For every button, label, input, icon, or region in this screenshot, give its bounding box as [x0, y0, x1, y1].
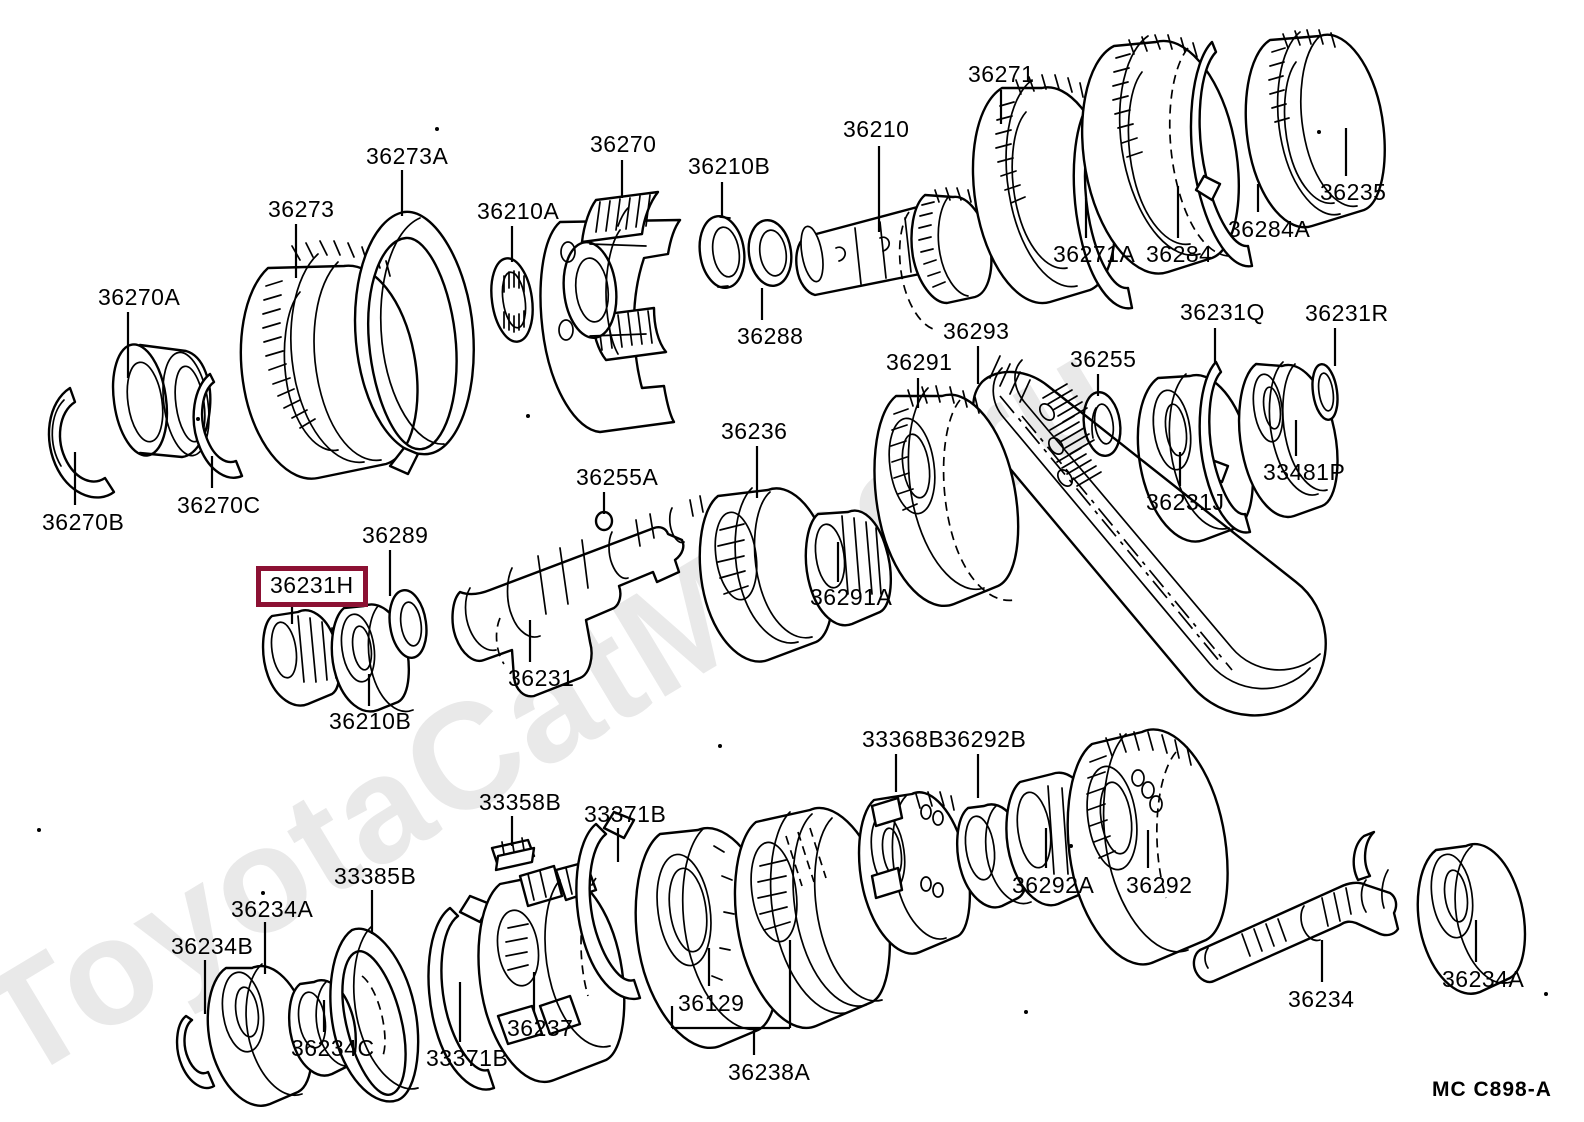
part-callout-33371b: 33371B	[584, 801, 667, 827]
part-33371B-right-art	[575, 810, 642, 1001]
part-callout-36292a: 36292A	[1012, 872, 1095, 898]
part-callout-36271: 36271	[968, 61, 1035, 87]
part-36270C-art	[192, 372, 244, 479]
part-36235-art	[1244, 29, 1386, 229]
part-36231-art	[451, 495, 704, 698]
part-callout-36237: 36237	[507, 1015, 574, 1041]
part-callout-36284a: 36284A	[1228, 216, 1311, 242]
part-36291A-art	[804, 509, 892, 627]
part-callout-33385b: 33385B	[334, 863, 417, 889]
part-36231Q-art	[1198, 360, 1252, 534]
part-36234A-bl-art	[206, 963, 313, 1107]
leader-lines	[73, 90, 1478, 1055]
part-33358B-art	[490, 837, 536, 872]
part-callout-36231j: 36231J	[1146, 489, 1225, 515]
part-callout-36238a: 36238A	[728, 1059, 811, 1085]
part-callout-36291: 36291	[886, 349, 953, 375]
part-callout-36273: 36273	[268, 196, 335, 222]
part-callout-33481p: 33481P	[1263, 459, 1346, 485]
part-callout-36231r: 36231R	[1305, 300, 1389, 326]
part-callout-36234c: 36234C	[291, 1035, 375, 1061]
part-callout-33371b: 33371B	[426, 1045, 509, 1071]
part-36289-art	[388, 589, 428, 659]
part-33385B-art	[329, 925, 420, 1103]
part-callout-36231q: 36231Q	[1180, 299, 1265, 325]
part-36234-art	[1192, 830, 1400, 984]
footer-drawing-code: MC C898-A	[1432, 1078, 1552, 1101]
part-36234A-br-art	[1416, 843, 1527, 995]
part-36238A-art	[733, 807, 892, 1029]
part-36273A-art	[353, 210, 475, 476]
part-33368B-art	[857, 791, 972, 955]
part-callout-36235: 36235	[1320, 179, 1387, 205]
part-36231R-art	[1311, 363, 1339, 421]
part-callout-36270a: 36270A	[98, 284, 181, 310]
part-callout-36270c: 36270C	[177, 492, 261, 518]
part-callout-36289: 36289	[362, 522, 429, 548]
part-callout-36273a: 36273A	[366, 143, 449, 169]
part-callout-36291a: 36291A	[810, 584, 893, 610]
part-36270B-art	[47, 386, 116, 499]
part-callout-36236: 36236	[721, 418, 788, 444]
part-36210A-art	[490, 257, 534, 343]
part-callout-36292: 36292	[1126, 872, 1193, 898]
part-callout-36270: 36270	[590, 131, 657, 157]
part-36270-art	[539, 190, 682, 434]
part-36210-art	[795, 187, 993, 331]
part-callout-36231: 36231	[508, 665, 575, 691]
part-callout-36210: 36210	[843, 116, 910, 142]
part-callout-36231h[interactable]: 36231H	[256, 566, 368, 607]
part-callout-36255a: 36255A	[576, 464, 659, 490]
part-36273-art	[239, 240, 419, 480]
part-callout-36293: 36293	[943, 318, 1010, 344]
part-callout-36255: 36255	[1070, 346, 1137, 372]
scan-specks	[37, 127, 1548, 1014]
part-callout-36210b: 36210B	[688, 153, 771, 179]
part-36210B-top-art	[698, 215, 746, 289]
part-36231H-art	[261, 609, 341, 707]
part-36291-art	[873, 385, 1020, 607]
part-36236-art	[698, 487, 835, 663]
part-36234B-art	[175, 1014, 216, 1090]
part-callout-36129: 36129	[678, 990, 745, 1016]
part-callout-36270b: 36270B	[42, 509, 125, 535]
part-callout-36234a: 36234A	[231, 896, 314, 922]
part-callout-36234: 36234	[1288, 986, 1355, 1012]
part-callout-36210b: 36210B	[329, 708, 412, 734]
part-callout-36234a: 36234A	[1442, 966, 1525, 992]
part-callout-36284: 36284	[1146, 241, 1213, 267]
part-36284A-art	[1189, 40, 1254, 268]
part-callout-33368b: 33368B	[862, 726, 945, 752]
part-callout-33358b: 33358B	[479, 789, 562, 815]
part-callout-36210a: 36210A	[477, 198, 560, 224]
part-callout-36271a: 36271A	[1053, 241, 1136, 267]
part-callout-36292b: 36292B	[944, 726, 1027, 752]
part-36288-art	[747, 218, 793, 288]
part-callout-36234b: 36234B	[171, 933, 254, 959]
part-callout-36288: 36288	[737, 323, 804, 349]
